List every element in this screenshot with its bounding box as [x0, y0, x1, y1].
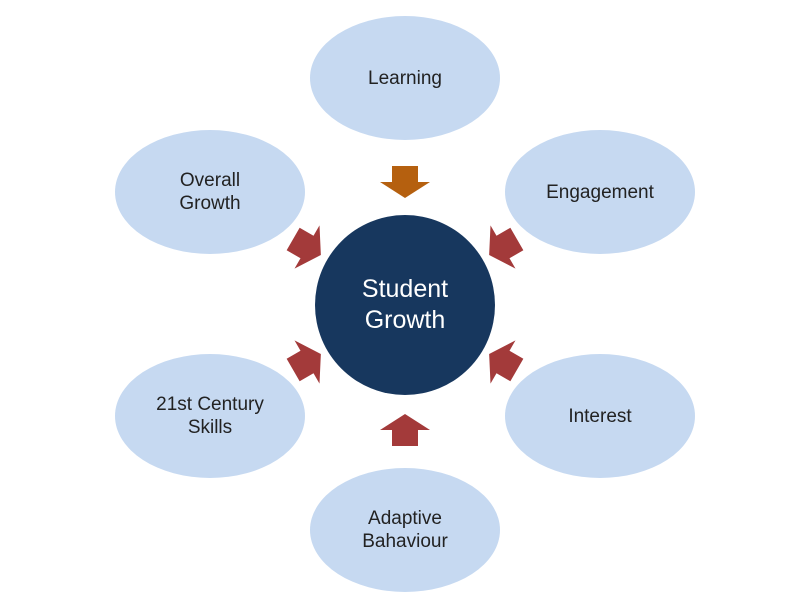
node-ellipse [505, 130, 695, 254]
node-ellipse [115, 354, 305, 478]
node-overall-growth: Overall Growth [115, 130, 305, 254]
arrow-icon [489, 340, 524, 384]
arrow-icon [380, 166, 430, 198]
node-ellipse [310, 468, 500, 592]
node-interest: Interest [505, 354, 695, 478]
arrow-icon [286, 225, 321, 269]
node-ellipse [505, 354, 695, 478]
center-circle [315, 215, 495, 395]
node-label: Learning [368, 67, 442, 89]
node-label: Overall Growth [179, 170, 241, 214]
node-label: Adaptive Bahaviour [362, 508, 448, 552]
node-engagement: Engagement [505, 130, 695, 254]
arrow-icon [380, 414, 430, 446]
arrow-icon [489, 225, 524, 269]
node-ellipse [115, 130, 305, 254]
node-label: Engagement [546, 181, 654, 203]
node-21st-century-skills: 21st Century Skills [115, 354, 305, 478]
center-label: Student Growth [361, 275, 449, 334]
node-ellipse [310, 16, 500, 140]
node-adaptive-behaviour: Adaptive Bahaviour [310, 468, 500, 592]
center-node: Student Growth [315, 215, 495, 395]
node-label: 21st Century Skills [156, 394, 264, 438]
node-label: Interest [568, 405, 632, 427]
arrow-icon [286, 340, 321, 384]
node-learning: Learning [310, 16, 500, 140]
